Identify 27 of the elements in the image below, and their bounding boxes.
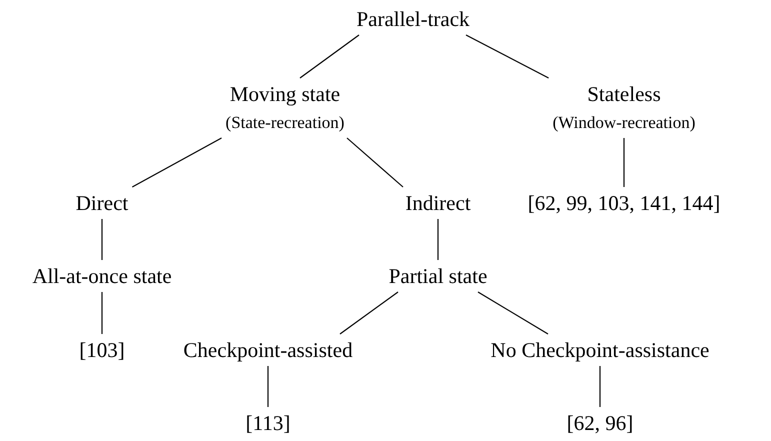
tree-branch-line <box>101 219 103 260</box>
node-label: [113] <box>246 410 290 436</box>
tree-branch-line <box>478 292 548 334</box>
tree-branch-line <box>300 34 360 78</box>
node-label: [62, 96] <box>566 410 634 436</box>
tree-branch-line <box>599 366 601 407</box>
node-label: [62, 99, 103, 141, 144] <box>528 190 720 216</box>
node-label: All-at-once state <box>32 263 172 289</box>
node-label: Parallel-track <box>356 6 470 32</box>
tree-branch-line <box>340 292 398 334</box>
node-label: [103] <box>79 337 125 363</box>
node-label: No Checkpoint-assistance <box>490 337 710 363</box>
tree-branch-line <box>623 138 625 187</box>
node-subtitle: (State-recreation) <box>226 112 344 134</box>
tree-branch-line <box>437 219 439 260</box>
tree-branch-line <box>267 366 269 407</box>
node-label: Partial state <box>388 263 488 289</box>
node-label: Indirect <box>405 190 471 216</box>
node-label: Direct <box>76 190 128 216</box>
node-subtitle: (Window-recreation) <box>552 112 696 134</box>
node-label: Moving state <box>228 81 342 107</box>
tree-branch-line <box>101 292 103 334</box>
node-label: Checkpoint-assisted <box>183 337 353 363</box>
tree-branch-line <box>132 138 222 188</box>
tree-branch-line <box>346 138 404 188</box>
tree-branch-line <box>466 34 549 78</box>
node-label: Stateless <box>586 81 662 107</box>
